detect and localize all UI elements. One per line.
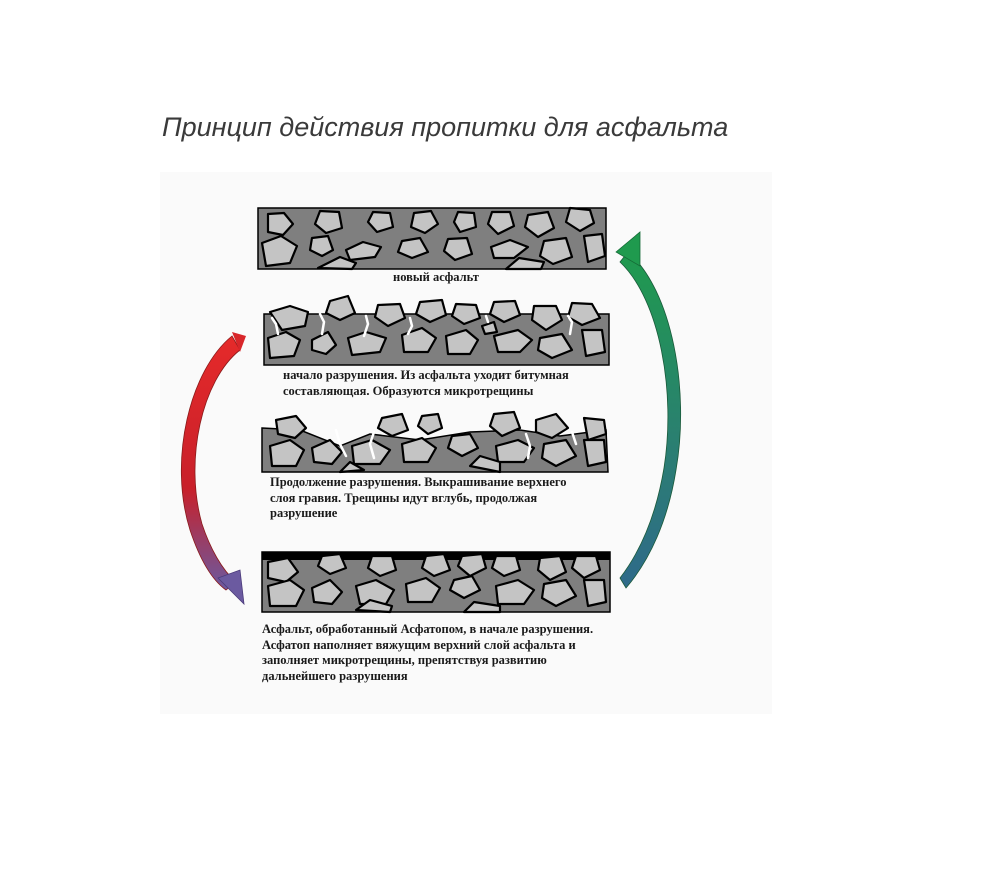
asphalt-layer-spalling bbox=[261, 410, 609, 474]
asphalt-layer-treated bbox=[261, 551, 611, 614]
curved-arrow-up-icon bbox=[615, 231, 681, 589]
diagram-title: Принцип действия пропитки для асфальта bbox=[162, 112, 729, 142]
caption-start-destruction: начало разрушения. Из асфальта уходит би… bbox=[283, 368, 569, 398]
caption-new-asphalt: новый асфальт bbox=[393, 270, 479, 284]
asphalt-layer-new bbox=[257, 206, 607, 271]
asphalt-layer-microcracks bbox=[263, 294, 610, 366]
caption-continued-destruction: Продолжение разрушения. Выкрашивание вер… bbox=[270, 475, 567, 520]
curved-arrow-down-icon bbox=[180, 332, 246, 606]
caption-treated-asphalt: Асфальт, обработанный Асфатопом, в начал… bbox=[262, 622, 594, 683]
